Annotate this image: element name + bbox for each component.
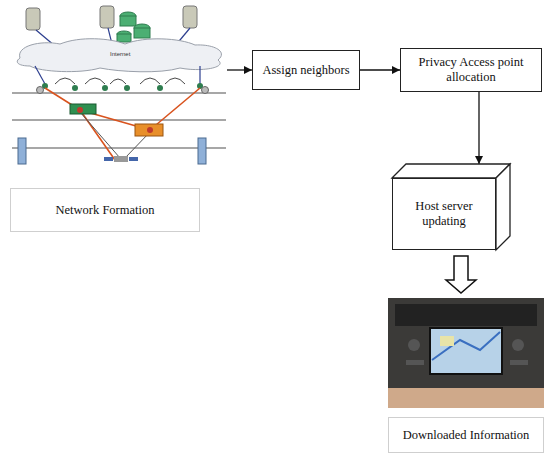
road-lines <box>12 93 226 148</box>
arrow-head <box>392 66 400 74</box>
vent-panel <box>395 304 537 326</box>
car-orange <box>135 124 163 136</box>
nav-screen <box>430 328 502 374</box>
nav-route <box>432 332 500 360</box>
rsu-links <box>35 66 200 84</box>
arrow-head <box>244 66 252 74</box>
node-text-wrap: Privacy Access point allocation <box>405 55 537 85</box>
connector-line <box>478 92 479 164</box>
vehicle-dots <box>42 83 203 91</box>
caption-box: Network Formation <box>10 188 200 232</box>
node-text-wrap: Assign neighbors <box>262 63 349 78</box>
process-box: Assign neighbors <box>252 50 360 90</box>
block-arrow-shape <box>446 256 476 293</box>
node-label: Privacy Access point allocation <box>405 55 537 85</box>
node-label: Network Formation <box>56 203 155 218</box>
box-side-face <box>496 164 510 250</box>
server-box: Host server updating <box>392 178 496 250</box>
arrow-head <box>475 156 483 164</box>
caption-box: Downloaded Information <box>388 417 544 453</box>
dashboard-trim <box>388 388 544 408</box>
illustration-ground <box>6 2 228 182</box>
node-label: Downloaded Information <box>403 428 530 443</box>
connector-arrow <box>227 66 252 74</box>
satellite-icon <box>104 156 138 162</box>
node-text-wrap: Host server updating <box>397 199 491 229</box>
node-label: Host server updating <box>397 199 491 229</box>
car-green <box>70 104 96 114</box>
nav-map-block <box>440 336 454 346</box>
process-box: Privacy Access point allocation <box>400 48 542 92</box>
block-arrow <box>446 256 476 293</box>
car-antenna <box>77 107 83 113</box>
cloud-label: Internet <box>110 51 130 57</box>
network-formation-node: Network Formation <box>5 2 227 234</box>
car-antenna <box>147 127 153 133</box>
box-top-face <box>392 164 510 178</box>
base-station-icons <box>18 87 209 165</box>
v2v-links <box>45 88 200 160</box>
connector-arrow <box>475 92 483 164</box>
wireless-arcs <box>55 78 185 84</box>
connector-arrow <box>360 66 400 74</box>
internet-cloud <box>17 39 221 72</box>
dashboard-frame <box>388 298 544 408</box>
download-node: Downloaded Information <box>386 296 548 456</box>
node-label: Assign neighbors <box>262 63 349 78</box>
server-icons <box>26 6 197 42</box>
dash-buttons <box>406 339 528 365</box>
